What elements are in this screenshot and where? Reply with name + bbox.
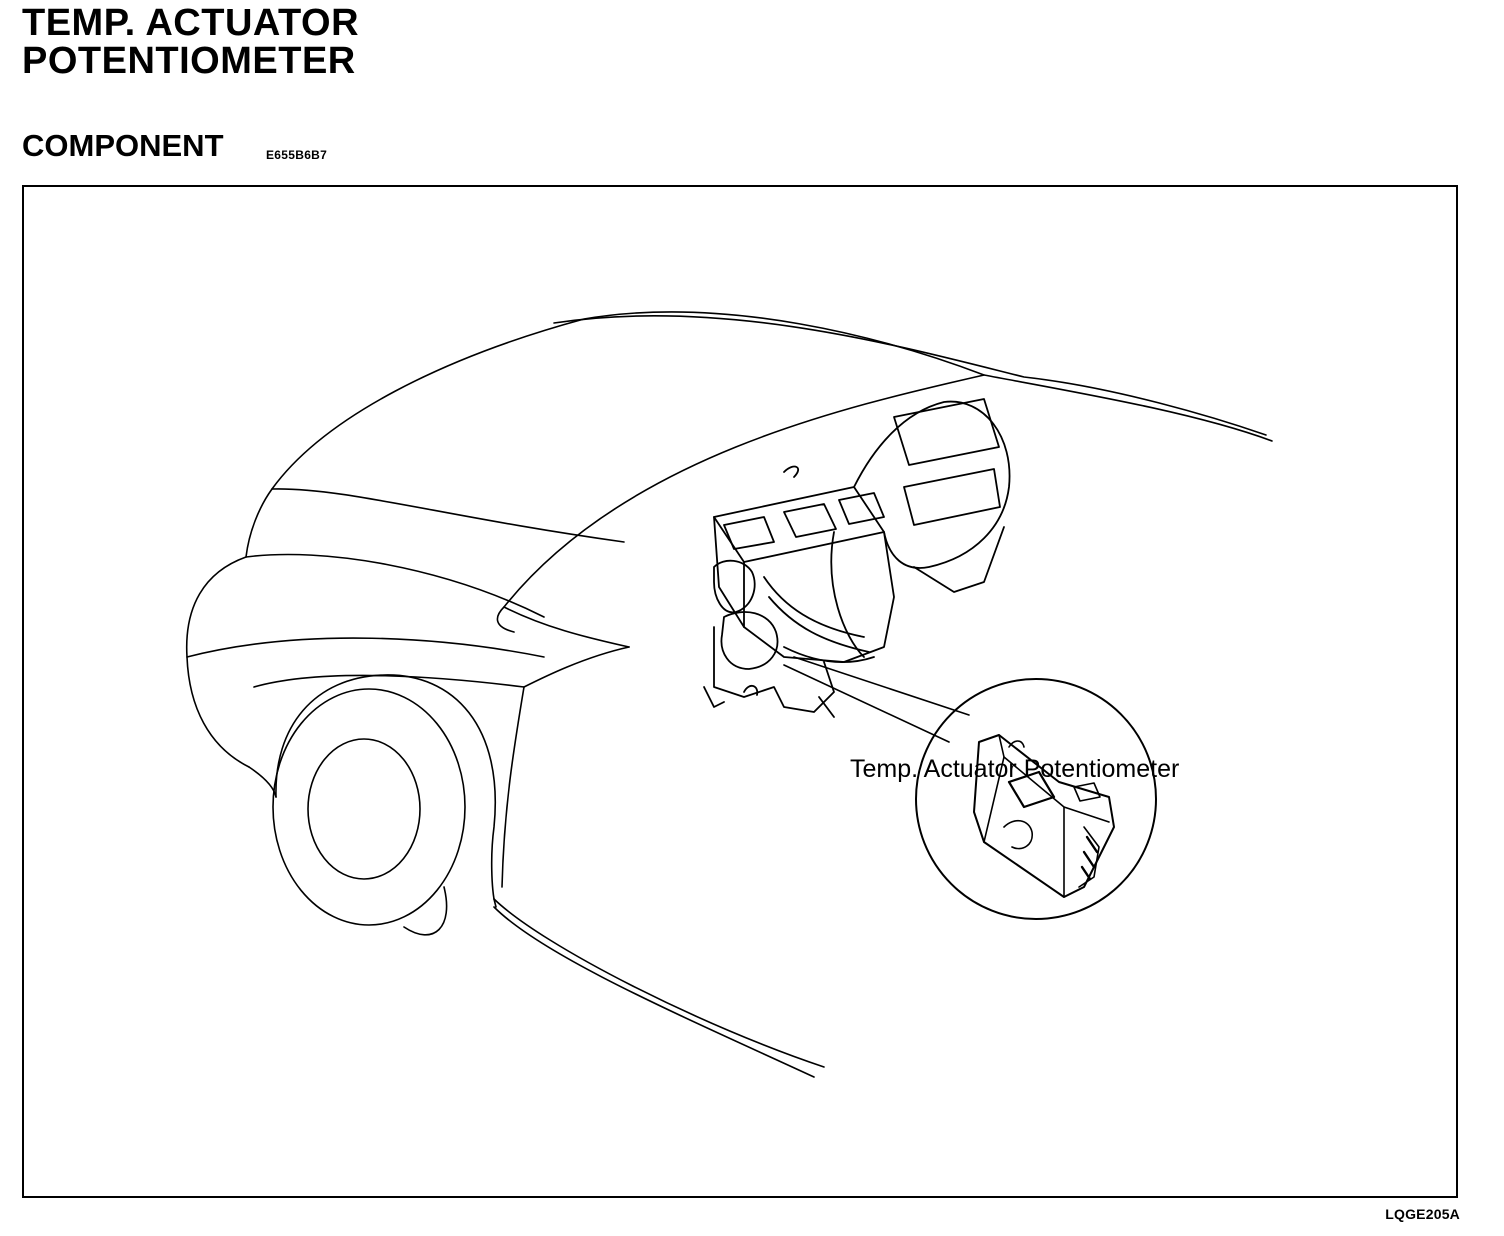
figure-code: LQGE205A [1385, 1206, 1460, 1222]
callout-leader [783, 656, 970, 743]
figure-frame [22, 185, 1458, 1198]
section-code: E655B6B7 [266, 148, 328, 162]
car-body-outline [185, 311, 1273, 1078]
section-heading: COMPONENT [22, 128, 224, 163]
potentiometer-detail [915, 678, 1157, 920]
title-line-1: TEMP. ACTUATOR [22, 2, 360, 44]
tire [272, 688, 466, 936]
car-hvac-illustration [185, 311, 1273, 1078]
potentiometer-label: Temp. Actuator Potentiometer [850, 755, 1180, 783]
title-line-2: POTENTIOMETER [22, 40, 356, 82]
hvac-unit [703, 398, 1011, 718]
page-title: TEMP. ACTUATOR POTENTIOMETER [22, 4, 359, 80]
